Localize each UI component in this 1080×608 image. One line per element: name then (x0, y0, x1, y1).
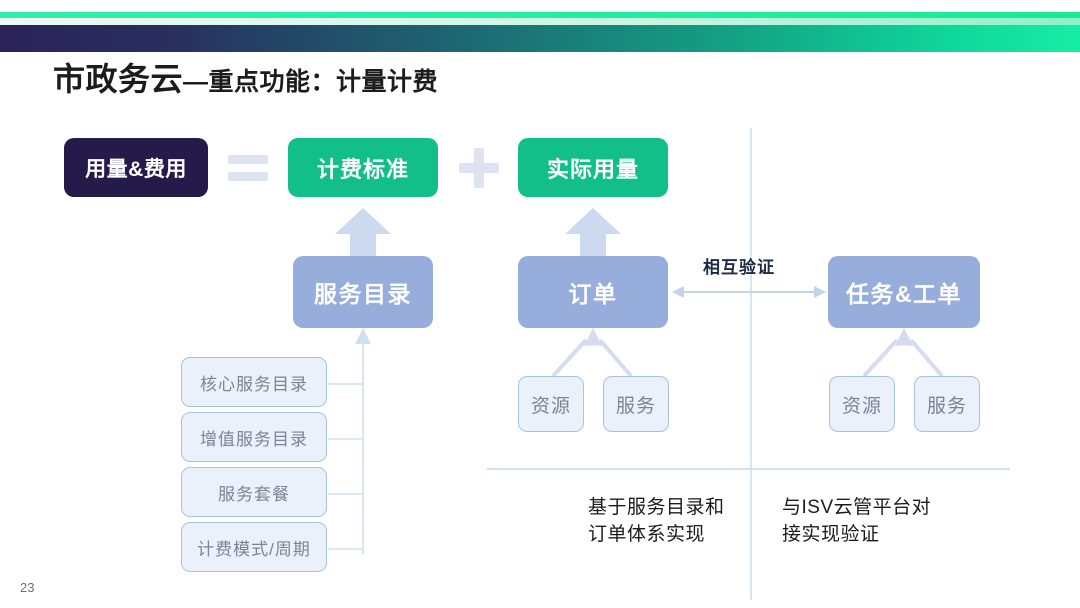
vertical-divider (750, 128, 752, 600)
connector-ticket-sources (862, 328, 944, 378)
arrow-up-order (565, 208, 621, 258)
footnote-right-line-2: 接实现验证 (782, 524, 880, 545)
header-gradient-bar (0, 25, 1080, 52)
relation-label-mutual-verification: 相互验证 (703, 258, 775, 277)
page-title: 市政务云—重点功能：计量计费 (53, 63, 438, 95)
box-task-and-ticket[interactable]: 任务&工单 (828, 256, 980, 328)
page-title-sub: —重点功能：计量计费 (183, 68, 439, 96)
footnote-right-line-1: 与ISV云管平台对 (782, 497, 932, 518)
catalog-item-0[interactable]: 核心服务目录 (181, 357, 327, 407)
box-usage-and-fee[interactable]: 用量&费用 (64, 138, 208, 197)
ticket-source-0[interactable]: 资源 (829, 376, 895, 432)
ticket-source-1[interactable]: 服务 (914, 376, 980, 432)
order-source-1[interactable]: 服务 (603, 376, 669, 432)
footnote-left-line-1: 基于服务目录和 (588, 497, 725, 518)
order-source-0[interactable]: 资源 (518, 376, 584, 432)
box-order[interactable]: 订单 (518, 256, 668, 328)
horizontal-divider (487, 468, 1010, 470)
footnote-left: 基于服务目录和 订单体系实现 (588, 494, 738, 548)
catalog-item-3[interactable]: 计费模式/周期 (181, 522, 327, 572)
footnote-left-line-2: 订单体系实现 (588, 524, 706, 545)
arrow-double-mutual-verification (672, 286, 826, 298)
connector-catalog-tree (328, 328, 371, 554)
box-actual-usage[interactable]: 实际用量 (518, 138, 668, 197)
footnote-right: 与ISV云管平台对 接实现验证 (782, 494, 952, 548)
header-accent-line (0, 12, 1080, 18)
box-billing-standard[interactable]: 计费标准 (288, 138, 438, 197)
arrow-up-service-catalog (335, 208, 391, 258)
connector-order-sources (551, 328, 633, 378)
header-glow-line (0, 18, 1080, 25)
page-title-main: 市政务云 (53, 61, 184, 97)
catalog-item-2[interactable]: 服务套餐 (181, 467, 327, 517)
catalog-item-1[interactable]: 增值服务目录 (181, 412, 327, 462)
box-service-catalog[interactable]: 服务目录 (293, 256, 433, 328)
plus-icon (459, 148, 499, 188)
equals-icon (228, 155, 268, 181)
page-number: 23 (20, 580, 35, 595)
